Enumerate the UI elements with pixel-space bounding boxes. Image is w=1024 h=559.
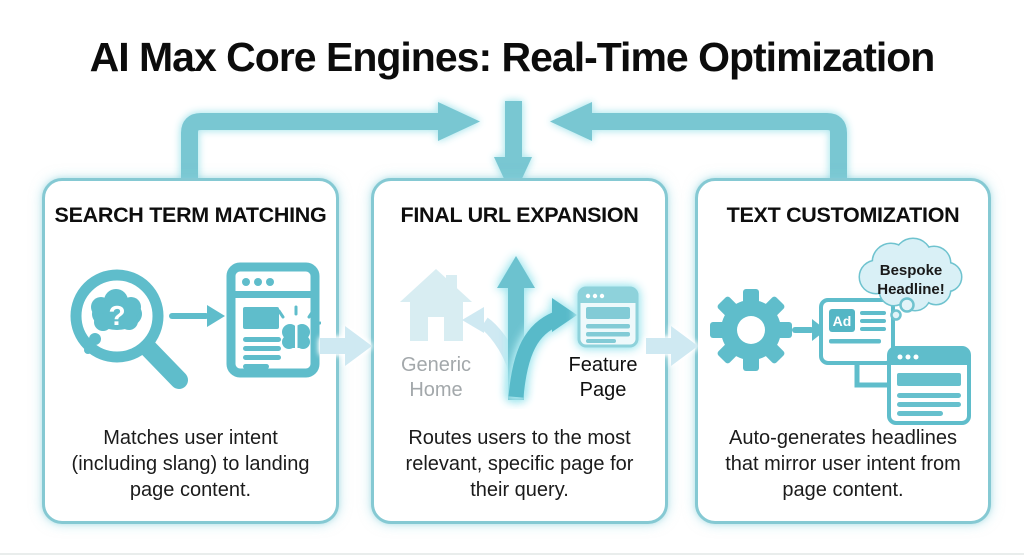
card-title: FINAL URL EXPANSION xyxy=(400,203,639,227)
right-feedback-arrow-icon xyxy=(550,102,847,185)
card-title: SEARCH TERM MATCHING xyxy=(54,203,327,227)
thought-query-magnifier-icon: ? xyxy=(70,269,188,389)
card-title: TEXT CUSTOMIZATION xyxy=(726,203,960,227)
feature-page-label: Feature Page xyxy=(568,354,638,401)
card-search-term-matching: SEARCH TERM MATCHING ? xyxy=(42,178,339,524)
ad-badge-label: Ad xyxy=(833,313,852,329)
gear-icon xyxy=(710,289,792,371)
branch-up-arrow-icon xyxy=(497,256,535,400)
brain-sparks xyxy=(268,305,321,327)
brain-glyph xyxy=(282,324,310,351)
card-text-customization: TEXT CUSTOMIZATION Ad xyxy=(695,178,991,524)
ad-card-icon: Ad xyxy=(819,298,895,365)
search-matching-illustration: ? xyxy=(70,262,321,389)
left-feedback-arrow-icon xyxy=(181,102,480,185)
bottom-divider xyxy=(0,553,1024,555)
card-final-url-expansion: FINAL URL EXPANSION xyxy=(371,178,668,524)
feature-page-icon xyxy=(577,286,639,348)
card-description: Auto-generates headlines that mirror use… xyxy=(725,427,961,501)
generic-home-label: Generic Home xyxy=(400,354,472,401)
page-title: AI Max Core Engines: Real-Time Optimizat… xyxy=(89,34,936,80)
connector-line xyxy=(854,363,889,388)
flow-arrow-2-icon xyxy=(646,326,698,366)
question-mark-glyph: ? xyxy=(108,300,125,331)
arrow-right-icon xyxy=(792,319,826,341)
landing-page-brain-icon xyxy=(226,262,321,378)
card-description: Matches user intent (including slang) to… xyxy=(71,427,310,501)
page-preview-icon xyxy=(887,346,971,425)
arrow-right-icon xyxy=(169,305,225,327)
card-description: Routes users to the most relevant, speci… xyxy=(405,427,634,501)
generic-home-icon xyxy=(400,269,472,341)
bespoke-headline-label: Bespoke Headline! xyxy=(877,262,945,298)
flow-arrow-1-icon xyxy=(320,326,372,366)
